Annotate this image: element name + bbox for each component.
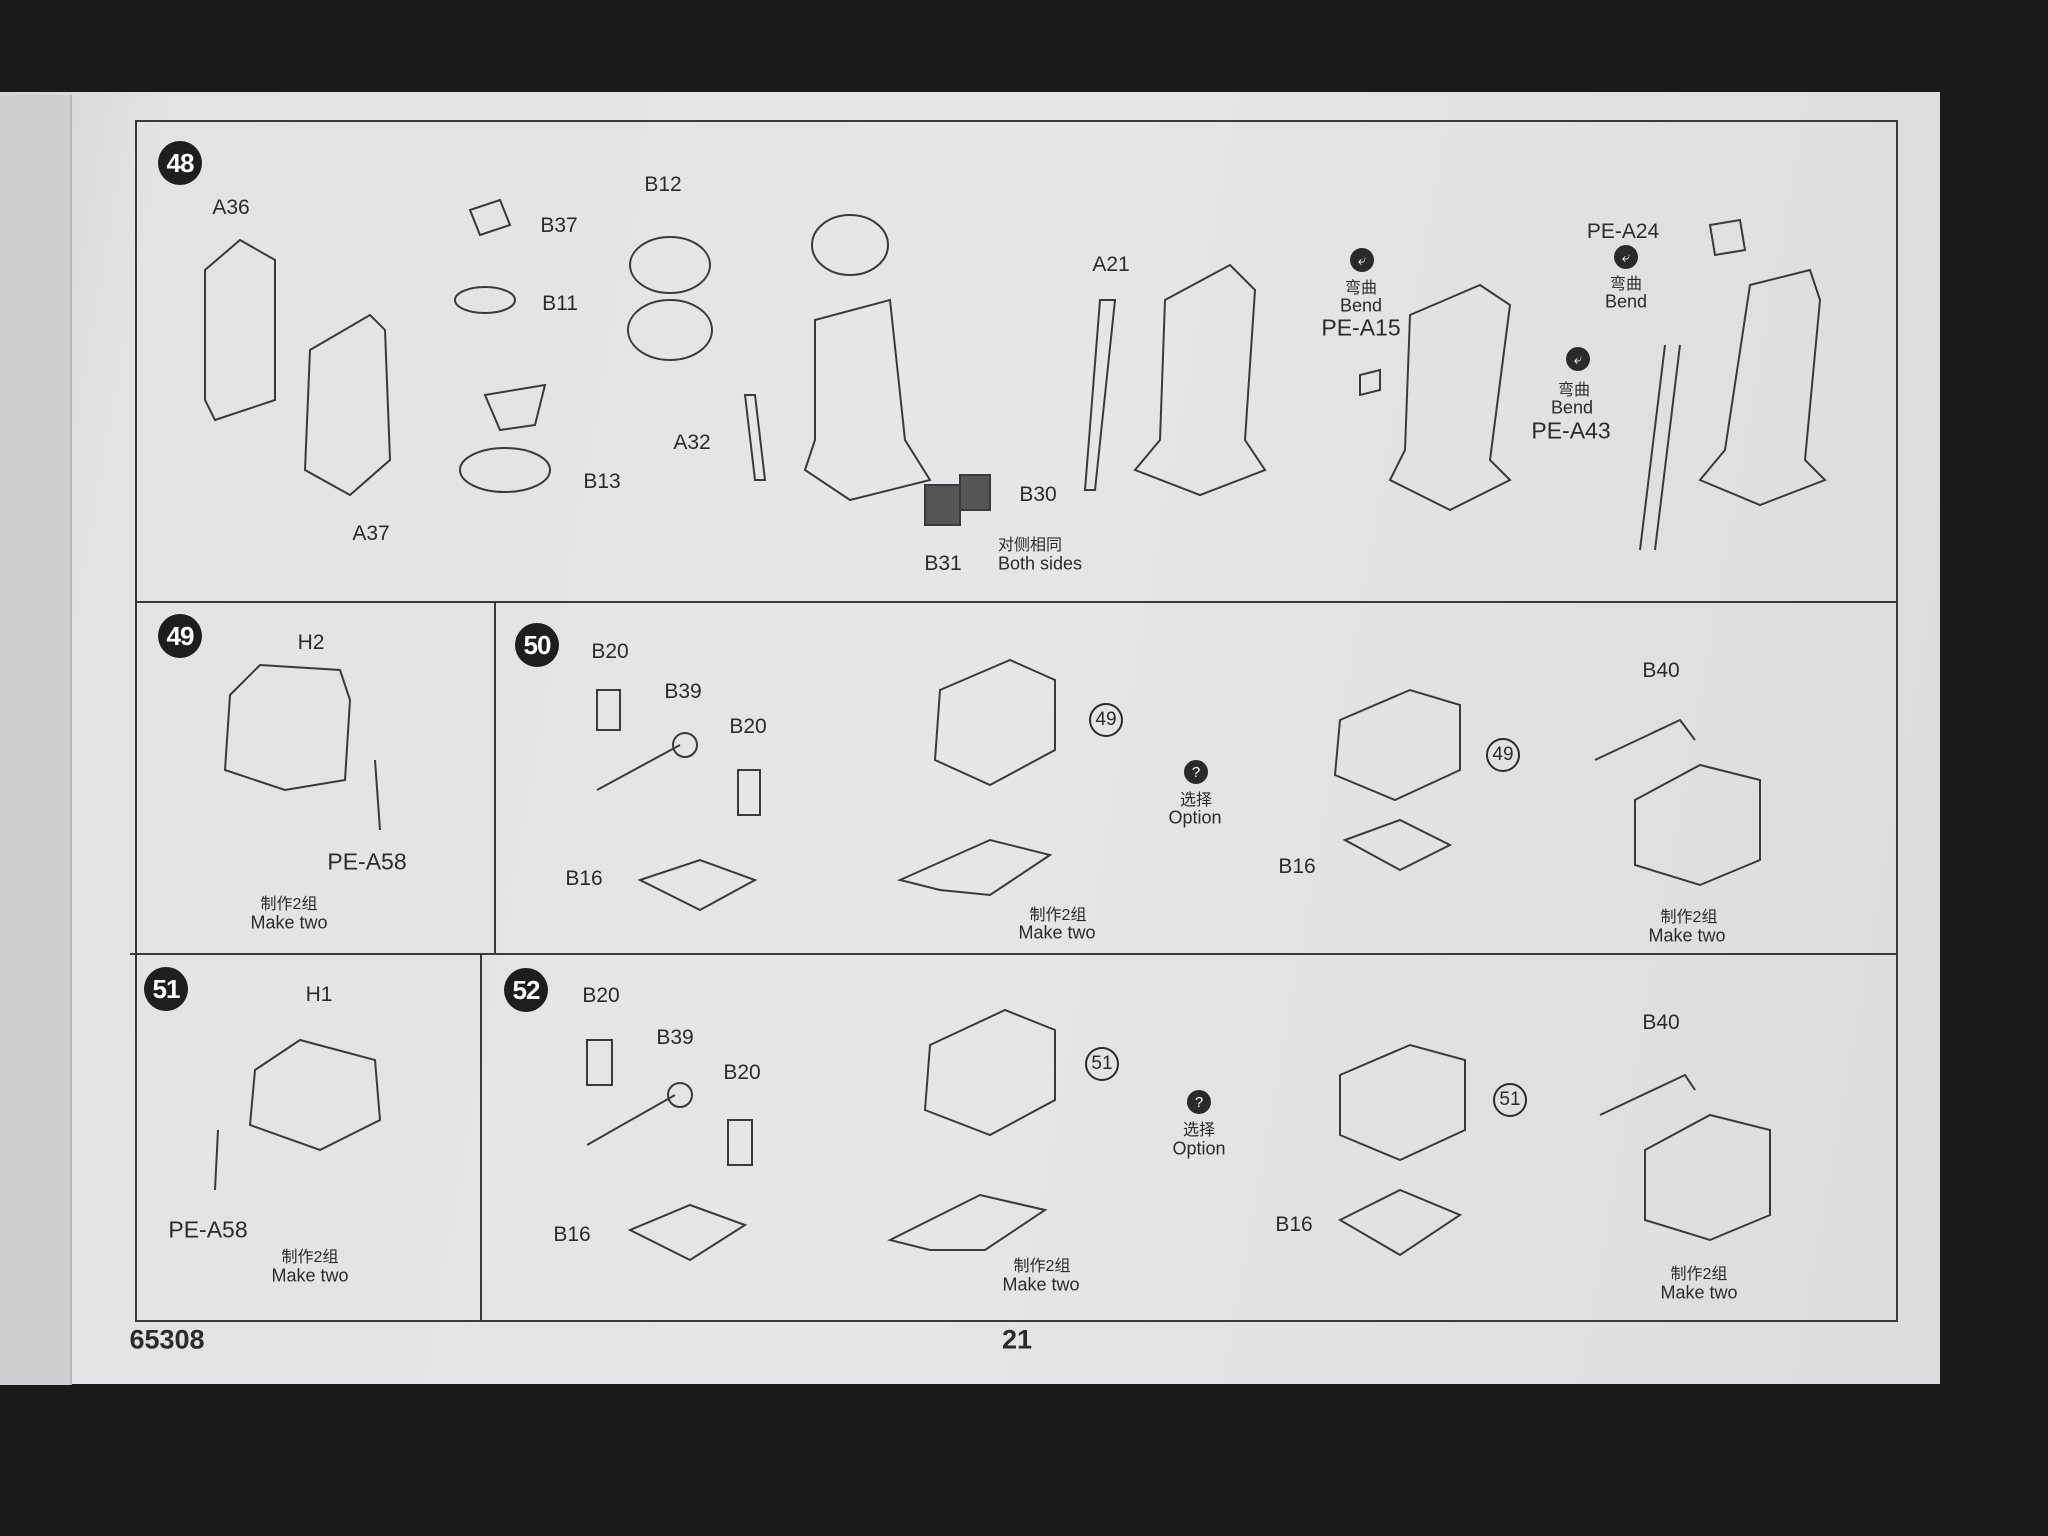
steps-frame xyxy=(135,120,1898,1322)
part-label-b16: B16 xyxy=(553,1223,591,1246)
instruction-page xyxy=(0,92,1940,1384)
step-reference-51: 51 xyxy=(1085,1047,1119,1081)
part-label-a21: A21 xyxy=(1092,253,1130,276)
make-two-note-cn: 制作2组 xyxy=(1013,1258,1071,1275)
part-label-b20: B20 xyxy=(591,640,629,663)
part-label-b37: B37 xyxy=(540,214,578,237)
option-note-cn: 选择 xyxy=(1182,1122,1216,1139)
part-label-b11: B11 xyxy=(542,292,578,315)
make-two-note: Make two xyxy=(1660,1282,1738,1303)
part-label-b30: B30 xyxy=(1019,483,1057,506)
step-50-badge: 50 xyxy=(515,623,559,667)
bend-note-cn: 弯曲 xyxy=(1609,276,1643,293)
make-two-note: Make two xyxy=(1648,925,1726,946)
make-two-note-cn: 制作2组 xyxy=(281,1249,339,1266)
part-label-b31: B31 xyxy=(924,552,962,575)
step-52-badge: 52 xyxy=(504,968,548,1012)
option-note: Option xyxy=(1168,807,1222,828)
make-two-note-cn: 制作2组 xyxy=(260,896,318,913)
part-label-b16: B16 xyxy=(1278,855,1316,878)
bend-icon: ⤶ xyxy=(1350,248,1374,272)
step-48-badge: 48 xyxy=(158,141,202,185)
step-reference-49: 49 xyxy=(1089,703,1123,737)
part-label-b20: B20 xyxy=(729,715,767,738)
part-label-b20: B20 xyxy=(723,1061,761,1084)
page-number: 21 xyxy=(1001,1324,1033,1355)
part-label-h2: H2 xyxy=(297,631,325,654)
bend-icon: ⤶ xyxy=(1566,347,1590,371)
both-sides-note-cn: 对侧相同 xyxy=(997,537,1063,554)
make-two-note: Make two xyxy=(250,912,328,933)
part-label-a36: A36 xyxy=(212,196,250,219)
part-label-a37: A37 xyxy=(352,522,390,545)
make-two-note-cn: 制作2组 xyxy=(1670,1266,1728,1283)
part-label-b40: B40 xyxy=(1642,1011,1680,1034)
question-icon: ? xyxy=(1184,760,1208,784)
bend-note-cn: 弯曲 xyxy=(1557,382,1591,399)
make-two-note-cn: 制作2组 xyxy=(1029,907,1087,924)
make-two-note: Make two xyxy=(271,1265,349,1286)
step-51-badge: 51 xyxy=(144,967,188,1011)
question-icon: ? xyxy=(1187,1090,1211,1114)
part-label-b40: B40 xyxy=(1642,659,1680,682)
part-label-a32: A32 xyxy=(673,431,711,454)
part-label-pe-a58: PE-A58 xyxy=(168,1216,248,1243)
make-two-note: Make two xyxy=(1002,1274,1080,1295)
part-label-b39: B39 xyxy=(656,1026,694,1049)
column-divider xyxy=(494,601,496,953)
part-label-b12: B12 xyxy=(644,173,682,196)
row-divider xyxy=(130,953,1898,955)
column-divider xyxy=(480,953,482,1322)
step-reference-49: 49 xyxy=(1486,738,1520,772)
step-49-badge: 49 xyxy=(158,614,202,658)
option-note-cn: 选择 xyxy=(1179,792,1213,809)
part-label-pe-a58: PE-A58 xyxy=(327,848,407,875)
facing-page-edge xyxy=(0,95,72,1385)
part-label-b13: B13 xyxy=(583,470,621,493)
make-two-note-cn: 制作2组 xyxy=(1660,909,1718,926)
step-reference-51: 51 xyxy=(1493,1083,1527,1117)
part-label-pe-a43: PE-A43 xyxy=(1531,417,1611,444)
part-label-b20: B20 xyxy=(582,984,620,1007)
part-label-pe-a24: PE-A24 xyxy=(1586,220,1660,243)
part-label-b16: B16 xyxy=(565,867,603,890)
option-note: Option xyxy=(1172,1138,1226,1159)
bend-note-cn: 弯曲 xyxy=(1344,280,1378,297)
make-two-note: Make two xyxy=(1018,922,1096,943)
catalog-number: 65308 xyxy=(129,1324,205,1355)
bend-icon: ⤶ xyxy=(1614,245,1638,269)
bend-note: Bend xyxy=(1604,291,1648,312)
part-label-h1: H1 xyxy=(305,983,333,1006)
bend-note: Bend xyxy=(1550,397,1594,418)
part-label-b16: B16 xyxy=(1275,1213,1313,1236)
part-label-pe-a15: PE-A15 xyxy=(1321,314,1401,341)
part-label-b39: B39 xyxy=(664,680,702,703)
both-sides-note: Both sides xyxy=(997,553,1083,574)
row-divider xyxy=(135,601,1898,603)
bend-note: Bend xyxy=(1339,295,1383,316)
